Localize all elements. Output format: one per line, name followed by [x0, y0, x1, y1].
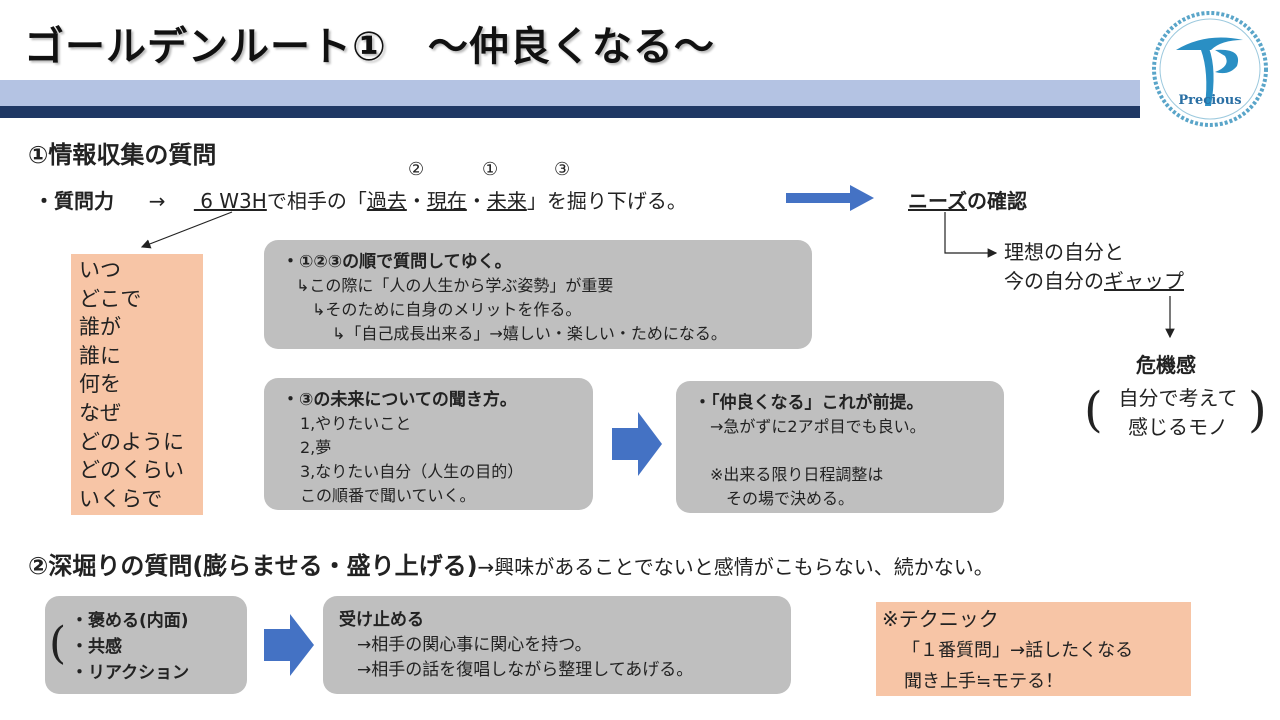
order-line-3: ↳「自己成長出来る」→嬉しい・楽しい・ためになる。	[332, 324, 727, 343]
friend-line-4: その場で決める。	[726, 489, 855, 508]
future-line-4: この順番で聞いていく。	[300, 486, 476, 505]
reaction-item-2: ・共感	[71, 637, 122, 657]
question-word: どのように	[79, 429, 184, 454]
question-word: どこで	[79, 286, 142, 311]
friend-line-2	[694, 439, 1004, 463]
chevron-arrow-icon-2	[264, 614, 314, 676]
dot-2: ・	[466, 189, 487, 213]
question-word: どのくらい	[79, 458, 184, 483]
num-present: ①	[482, 159, 499, 180]
technique-line-1: 「１番質問」→話したくなる	[902, 640, 1134, 661]
word-present: 現在	[426, 189, 467, 213]
question-word: 誰が	[79, 315, 121, 340]
crisis-text: 自分で考えて 感じるモノ	[1108, 384, 1248, 442]
technique-heading: ※テクニック	[882, 607, 999, 631]
question-word: いくらで	[79, 486, 163, 511]
reaction-item-3: ・リアクション	[71, 663, 190, 683]
accept-box-heading: 受け止める	[339, 610, 424, 630]
crisis-line1: 自分で考えて	[1118, 386, 1238, 410]
section1-heading: ①情報収集の質問	[28, 141, 217, 169]
reaction-box: ( ・褒める(内面) ・共感 ・リアクション	[45, 596, 247, 694]
ideal-line1: 理想の自分と	[1004, 240, 1124, 264]
paren-right: )	[1248, 382, 1267, 438]
ideal-line2-prefix: 今の自分の	[1004, 269, 1104, 293]
needs-word: ニーズ	[908, 189, 967, 213]
question-word: いつ	[79, 258, 121, 282]
page-title: ゴールデンルート① ～仲良くなる～	[24, 24, 715, 70]
order-box: ・①②③の順で質問してゆく。 ↳この際に「人の人生から学ぶ姿勢」が重要 ↳そのた…	[264, 240, 812, 349]
word-past: 過去	[366, 189, 407, 213]
dot-1: ・	[406, 189, 427, 213]
question-power-label: ・質問力	[34, 189, 114, 213]
future-line-1: 1,やりたいこと	[300, 414, 412, 433]
future-line-3: 3,なりたい自分（人生の目的）	[300, 462, 524, 481]
line-text1: で相手の「	[266, 189, 367, 213]
big-arrow-right-icon	[786, 185, 874, 211]
technique-box: ※テクニック 「１番質問」→話したくなる 聞き上手≒モテる！	[876, 602, 1191, 696]
friend-box-heading: ・「仲良くなる」これが前提。	[694, 393, 924, 413]
question-words-list: いつどこで誰が誰に何をなぜどのようにどのくらいいくらで	[71, 254, 203, 513]
crisis-line2: 感じるモノ	[1128, 415, 1228, 439]
precious-logo: Precious	[1152, 11, 1268, 127]
question-word: 何を	[79, 372, 121, 397]
ideal-gap-text: 理想の自分と 今の自分のギャップ	[1004, 238, 1184, 296]
question-power-line: ・質問力 → 6 W3Hで相手の「過去・現在・未来」を掘り下げる。	[34, 185, 687, 214]
section2-line: ②深堀りの質問(膨らませる・盛り上げる)→興味があることでないと感情がこもらない…	[28, 546, 994, 581]
section2-note: →興味があることでないと感情がこもらない、続かない。	[477, 555, 994, 579]
question-words-box: いつどこで誰が誰に何をなぜどのようにどのくらいいくらで	[71, 254, 203, 515]
line-text2: 」を掘り下げる。	[526, 189, 687, 213]
order-box-heading: ・①②③の順で質問してゆく。	[282, 252, 512, 272]
chevron-arrow-icon	[612, 412, 662, 476]
accept-box: 受け止める →相手の関心事に関心を持つ。 →相手の話を復唱しながら整理してあげる…	[323, 596, 791, 694]
order-line-1: ↳この際に「人の人生から学ぶ姿勢」が重要	[296, 276, 614, 295]
crisis-label: 危機感	[1136, 353, 1196, 377]
header-band-dark	[0, 106, 1140, 118]
accept-line-2: →相手の話を復唱しながら整理してあげる。	[357, 660, 694, 680]
num-past: ②	[408, 159, 425, 180]
reaction-paren: (	[49, 618, 67, 669]
reaction-item-1: ・褒める(内面)	[71, 611, 189, 631]
logo-text: Precious	[1178, 93, 1241, 108]
future-box-heading: ・③の未来についての聞き方。	[282, 390, 517, 410]
num-future: ③	[554, 159, 571, 180]
needs-rest: の確認	[967, 189, 1027, 213]
friend-box: ・「仲良くなる」これが前提。 →急がずに2アポ目でも良い。 ※出来る限り日程調整…	[676, 381, 1004, 513]
future-box: ・③の未来についての聞き方。 1,やりたいこと 2,夢 3,なりたい自分（人生の…	[264, 378, 593, 510]
header-band-light	[0, 80, 1140, 106]
term-6w3h: 6 W3H	[193, 189, 267, 213]
question-word: 誰に	[79, 343, 121, 368]
word-future: 未来	[486, 189, 527, 213]
arrow-right: →	[148, 189, 166, 213]
friend-line-3: ※出来る限り日程調整は	[710, 465, 884, 484]
paren-left: (	[1084, 382, 1103, 438]
question-word: なぜ	[79, 400, 121, 425]
order-line-2: ↳そのために自身のメリットを作る。	[312, 300, 582, 319]
technique-line-2: 聞き上手≒モテる！	[904, 671, 1064, 692]
accept-line-1: →相手の関心事に関心を持つ。	[357, 635, 592, 655]
needs-check: ニーズの確認	[908, 185, 1027, 214]
future-line-2: 2,夢	[300, 438, 332, 457]
section2-heading: ②深堀りの質問(膨らませる・盛り上げる)	[28, 552, 478, 580]
friend-line-1: →急がずに2アポ目でも良い。	[710, 417, 926, 436]
gap-word: ギャップ	[1104, 269, 1184, 293]
